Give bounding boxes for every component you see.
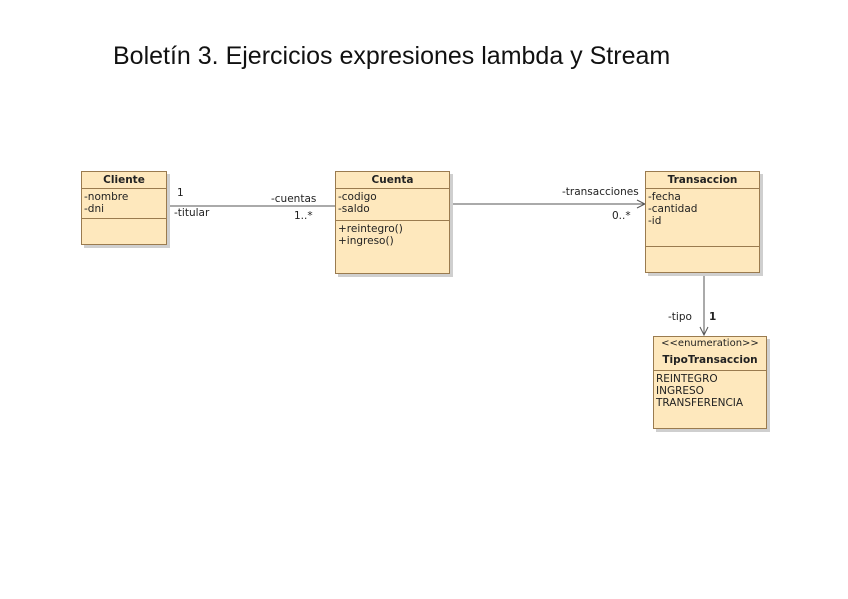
attribute: -nombre [84,191,129,203]
attribute: -dni [84,203,105,215]
class-name: Cliente [82,172,166,189]
multiplicity-transacciones: 0..* [612,210,631,222]
page-title: Boletín 3. Ejercicios expresiones lambda… [113,42,671,70]
attribute: -id [648,215,662,227]
operations-section [646,247,759,251]
attribute: -codigo [338,191,377,203]
operations-section [82,219,166,229]
role-cuentas: -cuentas [271,193,317,205]
class-cuenta[interactable]: Cuenta -codigo -saldo +reintegro() +ingr… [335,171,450,274]
stereotype-label: <<enumeration>> [661,338,759,349]
role-tipo: -tipo [668,311,692,323]
enum-literal: REINTEGRO [656,373,718,385]
class-name: TipoTransaccion [654,351,766,371]
attributes-section: -nombre -dni [82,189,166,219]
enum-literal: TRANSFERENCIA [656,397,744,409]
class-cliente[interactable]: Cliente -nombre -dni [81,171,167,245]
class-name: Transaccion [646,172,759,189]
class-transaccion[interactable]: Transaccion -fecha -cantidad -id [645,171,760,273]
attribute: -cantidad [648,203,698,215]
enum-literal: INGRESO [656,385,704,397]
operations-section: +reintegro() +ingreso() [336,221,449,249]
multiplicity-cuentas: 1..* [294,210,313,222]
enum-tipo-transaccion[interactable]: <<enumeration>> TipoTransaccion REINTEGR… [653,336,767,429]
operation: +reintegro() [338,223,403,235]
attribute: -fecha [648,191,681,203]
attributes-section: -codigo -saldo [336,189,449,221]
multiplicity-titular: 1 [177,187,184,199]
literals-section: REINTEGRO INGRESO TRANSFERENCIA [654,371,766,411]
attribute: -saldo [338,203,370,215]
multiplicity-tipo: 1 [709,311,717,323]
role-transacciones: -transacciones [562,186,639,198]
role-titular: -titular [174,207,210,219]
operation: +ingreso() [338,235,394,247]
class-name: Cuenta [336,172,449,189]
attributes-section: -fecha -cantidad -id [646,189,759,247]
